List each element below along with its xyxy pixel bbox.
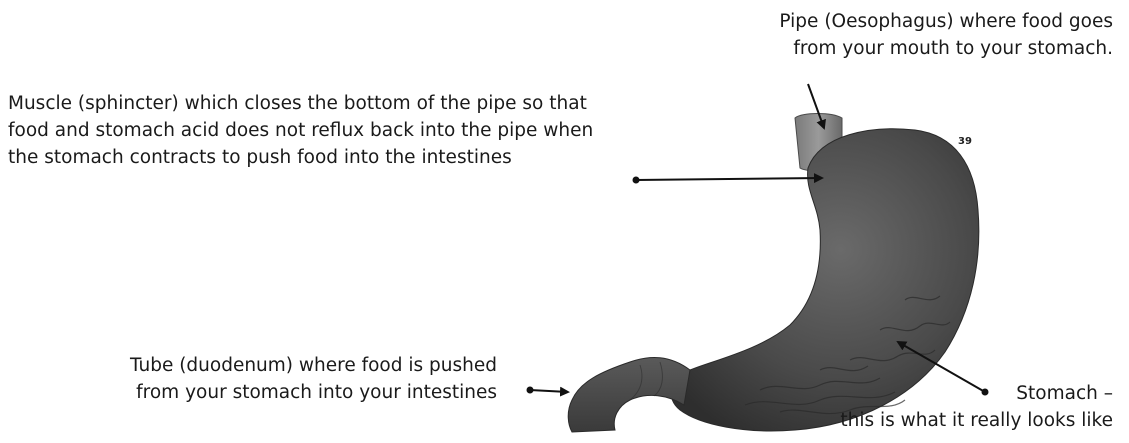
duodenum-pointer: [530, 390, 568, 392]
duodenum-label-line-2: from your stomach into your intestines: [130, 379, 497, 406]
sphincter-label-line-1: Muscle (sphincter) which closes the bott…: [8, 90, 593, 117]
sphincter-label: Muscle (sphincter) which closes the bott…: [8, 90, 593, 171]
duodenum-shape: [568, 357, 690, 432]
stomach-label: Stomach – this is what it really looks l…: [840, 380, 1113, 434]
sphincter-pointer: [636, 178, 822, 180]
stomach-label-line-2: this is what it really looks like: [840, 407, 1113, 434]
sphincter-label-line-2: food and stomach acid does not reflux ba…: [8, 117, 593, 144]
oesophagus-label-line-1: Pipe (Oesophagus) where food goes: [779, 8, 1113, 35]
duodenum-label: Tube (duodenum) where food is pushed fro…: [130, 352, 497, 406]
oesophagus-label: Pipe (Oesophagus) where food goes from y…: [779, 8, 1113, 62]
page-number: 39: [958, 136, 972, 147]
oesophagus-label-line-2: from your mouth to your stomach.: [779, 35, 1113, 62]
sphincter-label-line-3: the stomach contracts to push food into …: [8, 144, 593, 171]
duodenum-label-line-1: Tube (duodenum) where food is pushed: [130, 352, 497, 379]
stomach-label-line-1: Stomach –: [840, 380, 1113, 407]
